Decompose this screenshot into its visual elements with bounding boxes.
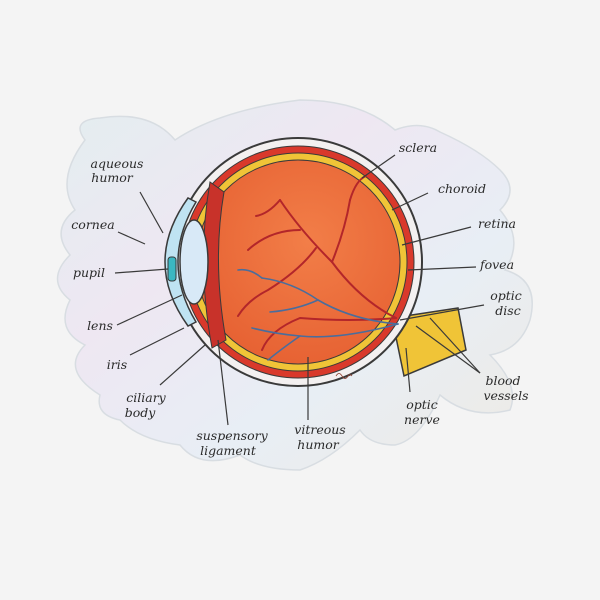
svg-text:pupil: pupil — [73, 265, 105, 280]
label-aqueous-humor: aqueous humor — [91, 156, 144, 185]
svg-text:body: body — [125, 405, 157, 420]
svg-text:disc: disc — [495, 303, 520, 318]
label-vitreous-humor: vitreous humor — [294, 422, 345, 452]
cornea-shape — [164, 197, 198, 327]
svg-text:ciliary: ciliary — [126, 390, 166, 405]
label-optic-nerve: optic nerve — [404, 397, 440, 427]
optic-nerve-shape — [391, 307, 467, 378]
label-blood-vessels: blood vessels — [483, 373, 528, 403]
svg-text:vitreous: vitreous — [294, 422, 345, 437]
label-cornea: cornea — [71, 217, 114, 232]
label-iris: iris — [107, 357, 127, 372]
svg-text:nerve: nerve — [404, 412, 440, 427]
label-sclera: sclera — [399, 140, 437, 155]
svg-text:aqueous: aqueous — [91, 156, 144, 171]
artist-signature — [335, 373, 353, 379]
label-ciliary-body: ciliary body — [125, 390, 167, 420]
pupil-shape — [167, 256, 177, 282]
svg-text:sclera: sclera — [399, 140, 437, 155]
label-choroid: choroid — [438, 181, 486, 196]
label-retina: retina — [478, 216, 516, 231]
svg-text:blood: blood — [485, 373, 520, 388]
svg-text:cornea: cornea — [71, 217, 114, 232]
label-lens: lens — [87, 318, 113, 333]
svg-text:humor: humor — [297, 437, 339, 452]
svg-text:retina: retina — [478, 216, 516, 231]
vitreous-body — [195, 159, 401, 365]
leader-lines — [114, 154, 485, 426]
svg-text:vessels: vessels — [483, 388, 528, 403]
label-pupil: pupil — [73, 265, 105, 280]
svg-text:choroid: choroid — [438, 181, 486, 196]
svg-text:lens: lens — [87, 318, 113, 333]
svg-text:iris: iris — [107, 357, 127, 372]
svg-text:humor: humor — [91, 170, 133, 185]
svg-text:optic: optic — [406, 397, 438, 412]
label-fovea: fovea — [479, 257, 514, 272]
label-suspensory-ligament: suspensory ligament — [196, 428, 268, 458]
svg-text:fovea: fovea — [479, 257, 514, 272]
svg-text:ligament: ligament — [200, 443, 257, 458]
svg-text:suspensory: suspensory — [196, 428, 268, 443]
lens-shape — [179, 219, 209, 305]
label-optic-disc: optic disc — [490, 288, 522, 318]
svg-text:optic: optic — [490, 288, 522, 303]
blood-vessels-blue — [237, 268, 399, 361]
